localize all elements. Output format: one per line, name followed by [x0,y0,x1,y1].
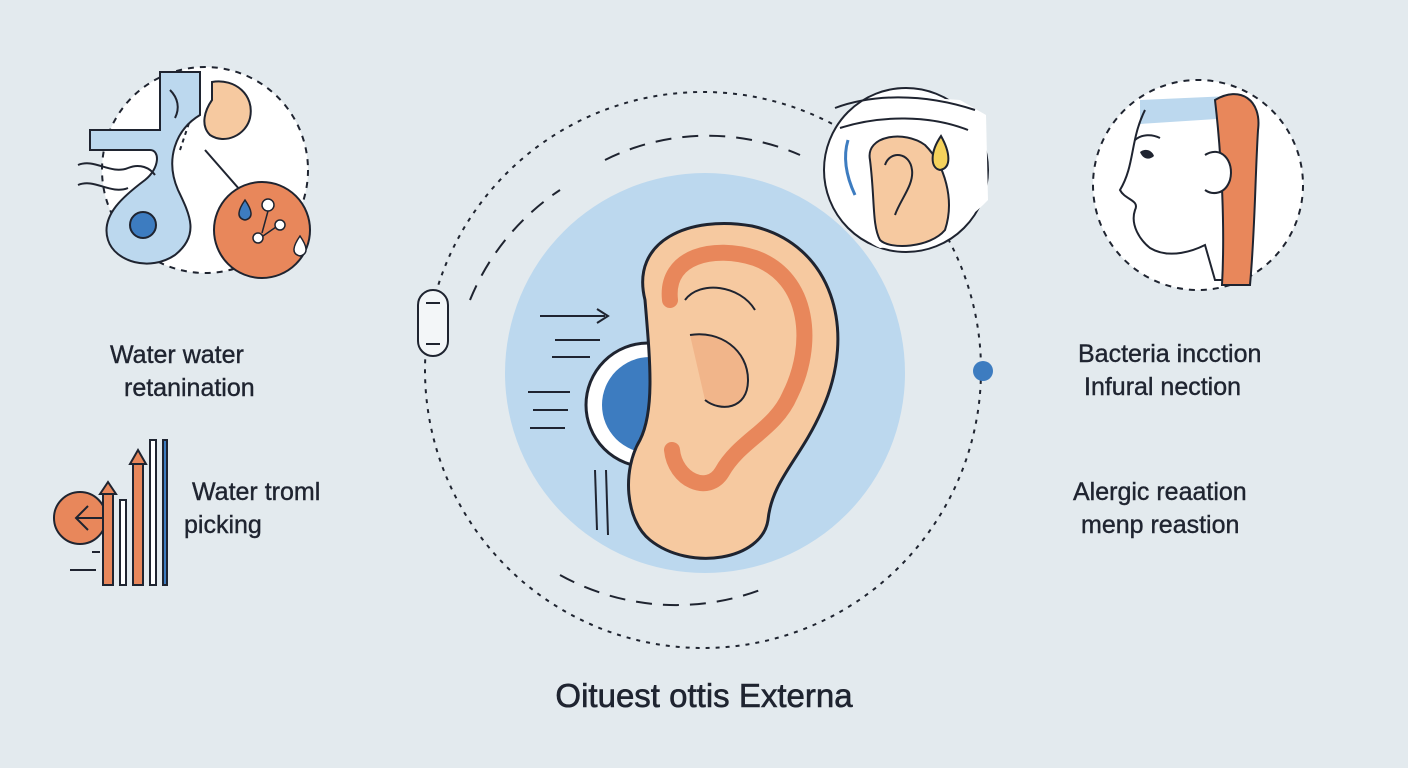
main-ear-illustration [505,173,905,573]
label-line: Alergic reaation [1073,478,1247,506]
pill-icon [417,289,449,357]
label-line: Water water [110,341,244,369]
head-profile-icon [1092,79,1304,291]
label-line: picking [184,511,262,539]
ear-drop-icon [823,87,989,253]
label-water-picking: Water troml picking [184,476,321,542]
label-line: Bacteria incction [1078,340,1262,368]
label-line: Water troml [192,478,321,506]
droplet-bacteria-icon [204,149,311,279]
label-line: retanination [124,374,255,402]
label-line: menp reastion [1081,511,1240,539]
orbit-dot [973,361,993,381]
label-bacteria-infection: Bacteria incction Infural nection [1078,338,1262,404]
label-allergic-reaction: Alergic reaation menp reastion [1073,476,1247,542]
diagram-title: Oituest ottis Externa [555,677,853,715]
label-line: Infural nection [1084,373,1242,401]
label-water-retention: Water water retanination [110,339,295,405]
scratching-chart-icon [53,439,168,586]
